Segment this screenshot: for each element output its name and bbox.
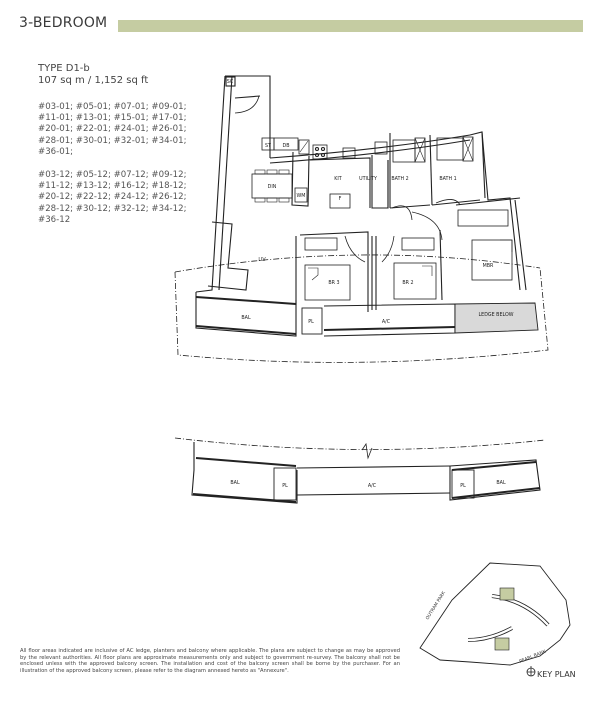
room-label-bath1: BATH 1: [439, 176, 456, 182]
room-label-sc: SC: [227, 79, 234, 85]
room-label-liv: LIV: [258, 257, 266, 263]
key-plan-label: KEY PLAN: [537, 670, 576, 679]
unit-area: 107 sq m / 1,152 sq ft: [38, 75, 149, 86]
room-label-ac: A/C: [382, 319, 391, 325]
unit-numbers: #03-01; #05-01; #07-01; #09-01; #11-01; …: [38, 102, 198, 238]
unit-line: #36-01;: [38, 146, 74, 157]
title-accent-bar: [118, 20, 583, 32]
room-label-bath2: BATH 2: [391, 176, 408, 182]
alt-label-ac: A/C: [368, 483, 377, 489]
room-label-br2: BR 2: [402, 280, 413, 286]
unit-line: #03-12; #05-12; #07-12; #09-12;: [38, 170, 187, 181]
room-label-din: DIN: [268, 184, 277, 190]
unit-line: #28-12; #30-12; #32-12; #34-12;: [38, 203, 187, 214]
alt-label-bal-left: BAL: [230, 480, 240, 486]
unit-line: #28-01; #30-01; #32-01; #34-01;: [38, 135, 187, 146]
room-label-db: DB: [283, 143, 290, 149]
room-label-pl: PL: [308, 319, 314, 325]
room-label-wm: WM: [297, 193, 306, 199]
unit-type-block: TYPE D1-b 107 sq m / 1,152 sq ft: [38, 63, 148, 87]
unit-line: #36-12: [38, 214, 71, 225]
unit-group-01: #03-01; #05-01; #07-01; #09-01; #11-01; …: [38, 102, 198, 158]
room-label-bal: BAL: [241, 315, 251, 321]
disclaimer-text: All floor areas indicated are inclusive …: [20, 648, 400, 674]
unit-group-12: #03-12; #05-12; #07-12; #09-12; #11-12; …: [38, 170, 198, 226]
room-label-mbr: MBR: [483, 263, 494, 269]
room-label-kit: KIT: [334, 176, 342, 182]
room-label-ledge: LEDGE BELOW: [478, 312, 513, 318]
alt-label-pl-right: PL: [460, 483, 466, 489]
alt-balcony-plan: [174, 437, 546, 504]
unit-type-label: TYPE D1-b: [38, 63, 90, 74]
room-label-br3: BR 3: [328, 280, 339, 286]
key-plan: OUTRAM PARK PEARL BANK: [419, 562, 571, 677]
unit-line: #20-12; #22-12; #24-12; #26-12;: [38, 192, 187, 203]
unit-line: #03-01; #05-01; #07-01; #09-01;: [38, 102, 187, 112]
room-label-f: F: [339, 196, 342, 202]
alt-label-pl-left: PL: [282, 483, 288, 489]
road-outram-park: OUTRAM PARK: [425, 589, 448, 621]
unit-line: #11-01; #13-01; #15-01; #17-01;: [38, 113, 187, 124]
page-title: 3-BEDROOM: [19, 15, 108, 31]
road-pearl-bank: PEARL BANK: [519, 648, 548, 665]
unit-line: #20-01; #22-01; #24-01; #26-01;: [38, 124, 187, 135]
north-arrow-icon: [526, 666, 536, 677]
room-label-st: ST: [265, 143, 271, 149]
room-label-utility: UTILITY: [359, 176, 377, 182]
unit-line: #11-12; #13-12; #16-12; #18-12;: [38, 181, 187, 192]
alt-label-bal-right: BAL: [496, 480, 506, 486]
